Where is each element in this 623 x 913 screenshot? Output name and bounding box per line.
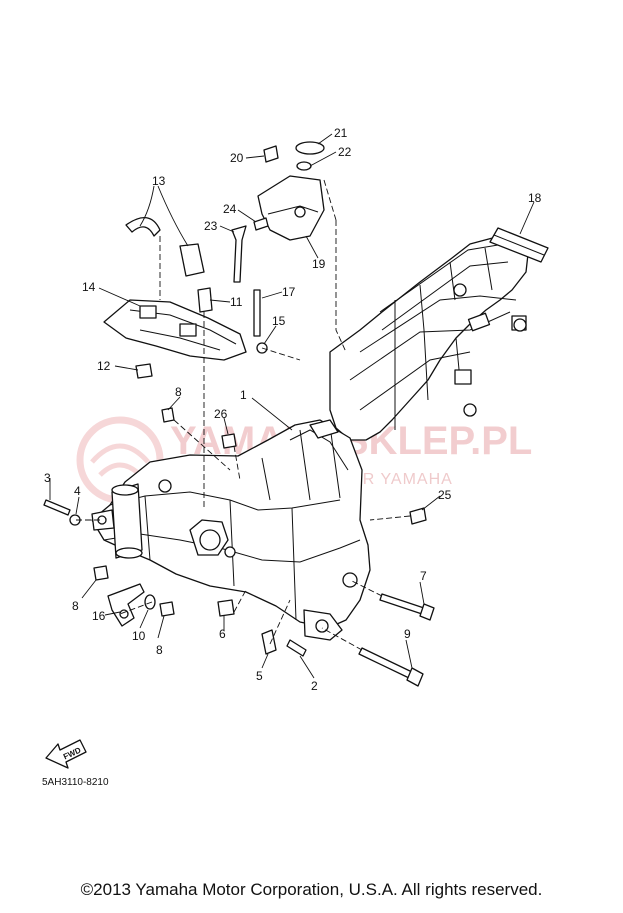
rear-subframe: [329, 235, 529, 441]
fwd-arrow: FWD: [45, 739, 87, 769]
bracket-14: [103, 299, 247, 361]
callout-15: 15: [272, 314, 286, 328]
callout-13: 13: [152, 174, 166, 188]
callout-1: 1: [240, 388, 247, 402]
copyright-notice: ©2013 Yamaha Motor Corporation, U.S.A. A…: [80, 880, 543, 899]
collar-10: [144, 594, 156, 610]
callout-3: 3: [44, 471, 51, 485]
bolt-5: [261, 629, 277, 655]
bolt-3: [43, 499, 71, 516]
callout-22: 22: [338, 145, 352, 159]
callout-26: 26: [214, 407, 228, 421]
callout-4: 4: [74, 484, 81, 498]
callout-8-upper: 8: [175, 385, 182, 399]
cap-21: [295, 141, 325, 155]
nut-8-lower: [93, 565, 109, 581]
bolt-26: [221, 433, 237, 449]
callout-8-lower: 8: [156, 643, 163, 657]
callout-24: 24: [223, 202, 237, 216]
nut-8-mid: [159, 601, 175, 617]
callout-17: 17: [282, 285, 296, 299]
callouts: 1 2 3 4 5 6 7 8 8 8 9 10 11 12 13 14 15 …: [44, 126, 542, 693]
nut-8-upper: [161, 407, 175, 423]
bolt-11: [197, 287, 213, 313]
callout-25: 25: [438, 488, 452, 502]
band-13-upper: [125, 217, 161, 237]
reservoir-assembly: [231, 141, 325, 283]
rear-cross-strap: [489, 227, 549, 263]
rod-17: [253, 289, 261, 337]
clip-12: [135, 363, 153, 379]
long-bolt-9: [358, 647, 424, 687]
collar-6: [217, 599, 235, 617]
callout-7: 7: [420, 569, 427, 583]
seal-22: [296, 161, 312, 171]
callout-11: 11: [230, 295, 243, 309]
bolt-2: [286, 639, 307, 657]
callout-16: 16: [92, 609, 106, 623]
alignment-lines: [76, 179, 411, 651]
callout-10: 10: [132, 629, 146, 643]
callout-20: 20: [230, 151, 244, 165]
hose-23: [231, 225, 247, 283]
engine-mount-bracket: [107, 583, 145, 627]
callout-6: 6: [219, 627, 226, 641]
callout-12: 12: [97, 359, 111, 373]
callout-14: 14: [82, 280, 96, 294]
callout-5: 5: [256, 669, 263, 683]
band-13-lower: [179, 243, 205, 277]
fasteners: [43, 407, 427, 657]
callout-8-left: 8: [72, 599, 79, 613]
steering-head: [91, 483, 143, 559]
long-bolt-7: [379, 593, 435, 621]
upper-bracket-assembly: [103, 217, 268, 379]
screw-25: [409, 507, 427, 525]
leader-lines: [49, 133, 535, 679]
fwd-arrow-icon: [45, 739, 87, 769]
clamp-24: [253, 217, 269, 231]
callout-23: 23: [204, 219, 218, 233]
callout-21: 21: [334, 126, 348, 140]
callout-19: 19: [312, 257, 326, 271]
callout-2: 2: [311, 679, 318, 693]
callout-9: 9: [404, 627, 411, 641]
diagram-code: 5AH3110-8210: [42, 777, 109, 788]
bolt-20: [263, 145, 279, 163]
callout-18: 18: [528, 191, 542, 205]
